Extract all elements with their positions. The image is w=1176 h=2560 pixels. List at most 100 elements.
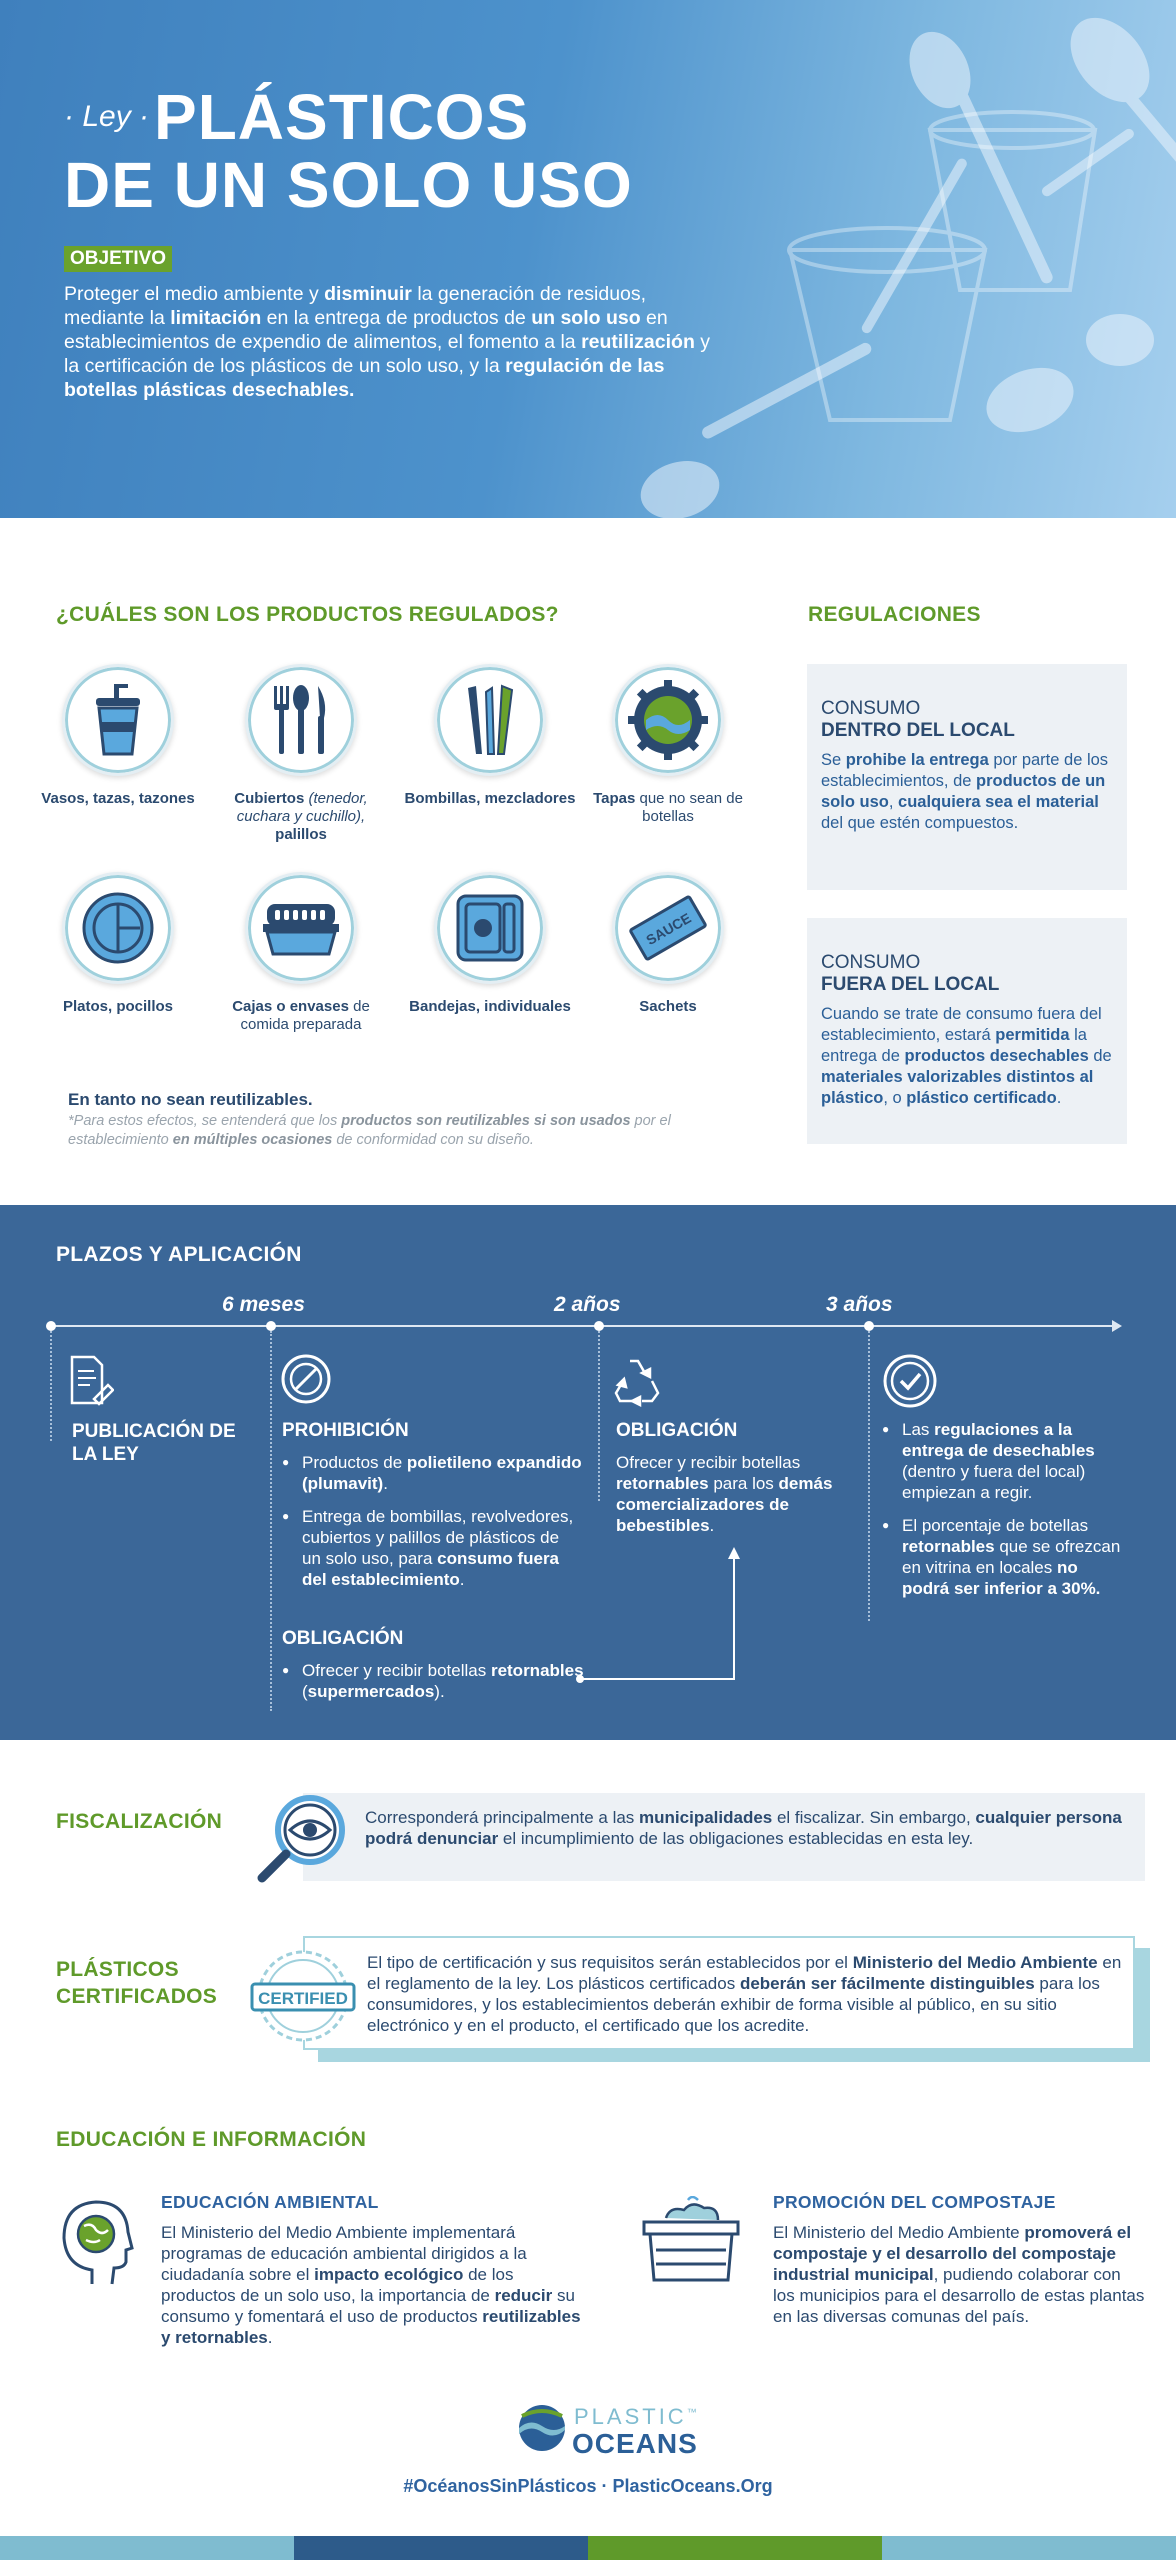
objective-text: Proteger el medio ambiente y disminuir l… — [64, 282, 724, 402]
text-run: para los consumidores, y los establecimi… — [367, 1974, 1100, 2035]
product-label: Bandejas, individuales — [400, 998, 580, 1016]
regulation-outside-card: CONSUMO FUERA DEL LOCAL Cuando se trate … — [807, 918, 1127, 1144]
text-run: Cuando se trate de consumo fuera del est… — [821, 1005, 1102, 1044]
product-straws: Bombillas, mezcladores — [400, 664, 580, 808]
label-part: (tenedor, cuchara y cuchillo), — [236, 790, 368, 825]
footer-tagline[interactable]: #OcéanosSinPlásticos · PlasticOceans.Org — [403, 2476, 773, 2496]
product-caps: Tapas que no sean de botellas — [578, 664, 758, 826]
regulation-title: DENTRO DEL LOCAL — [821, 720, 1015, 741]
cutlery-icon — [274, 685, 326, 754]
list-item: Ofrecer y recibir botellas retornables (… — [282, 1660, 602, 1702]
env-education-title: EDUCACIÓN AMBIENTAL — [161, 2192, 379, 2212]
label-part: palillos — [275, 826, 327, 843]
text-run: que se ofrezcan en vitrina en locales — [902, 1537, 1121, 1577]
timeline-label-2y: 2 años — [554, 1293, 621, 1316]
enforcement-text: Corresponderá principalmente a las munic… — [365, 1807, 1145, 1849]
bar-segment — [0, 2536, 294, 2560]
text-run: Ofrecer y recibir botellas — [302, 1661, 491, 1680]
timeline-dot — [266, 1321, 276, 1331]
compost-title: PROMOCIÓN DEL COMPOSTAJE — [773, 2192, 1056, 2212]
emphasis-text: polietileno expandido (plumavit) — [302, 1453, 582, 1493]
plastic-cutlery-illustration — [640, 17, 1176, 518]
text-run: El Ministerio del Medio Ambiente — [773, 2223, 1025, 2242]
text-run: . — [709, 1516, 715, 1535]
document-sign-icon — [70, 1355, 114, 1406]
text-run: de conformidad con su diseño. — [332, 1132, 534, 1148]
emphasis-text: retornables — [490, 1661, 584, 1680]
regulation-text: Cuando se trate de consumo fuera del est… — [821, 1004, 1113, 1109]
label-part: Vasos, tazas, tazones — [41, 790, 195, 807]
text-run: . — [459, 1570, 465, 1589]
text-run: Las — [902, 1420, 935, 1439]
certified-heading-line2: CERTIFICADOS — [56, 1985, 218, 2008]
text-run: su consumo y fomentará el uso de product… — [161, 2286, 575, 2326]
reuse-note: En tanto no sean reutilizables. — [68, 1090, 313, 1109]
text-run: de — [1088, 1047, 1112, 1065]
obligation-2y-text: Ofrecer y recibir botellas retornables p… — [616, 1452, 856, 1536]
emphasis-text: limitación — [170, 307, 262, 329]
product-food-containers: Cajas o envases de comida preparada — [211, 872, 391, 1034]
text-run: la generación de residuos, mediante la — [64, 283, 647, 329]
list-item: Entrega de bombillas, revolvedores, cubi… — [282, 1506, 582, 1590]
label-part: Bombillas, mezcladores — [404, 790, 576, 807]
text-run: el fiscalizar. Sin embargo, — [772, 1808, 976, 1827]
label-part: Platos, pocillos — [62, 998, 174, 1015]
logo-bottom-text: OCEANS — [572, 2428, 698, 2459]
certified-heading: PLÁSTICOS CERTIFICADOS — [56, 1956, 217, 2010]
regulation-inside-card: CONSUMO DENTRO DEL LOCAL Se prohibe la e… — [807, 664, 1127, 890]
emphasis-text: reutilizables y retornables — [161, 2307, 581, 2347]
emphasis-text: productos de un solo uso — [821, 772, 1106, 811]
education-heading: EDUCACIÓN E INFORMACIÓN — [56, 2128, 367, 2151]
text-run: , pudiendo colaborar con los municipios … — [773, 2265, 1145, 2326]
bar-segment — [294, 2536, 588, 2560]
text-run: Se — [821, 751, 846, 769]
emphasis-text: regulaciones a la entrega de desechables — [902, 1420, 1095, 1460]
text-run: Entrega de bombillas, revolvedores, cubi… — [302, 1507, 574, 1568]
product-label: Sachets — [578, 998, 758, 1016]
connector-arrow-icon — [576, 1547, 740, 1683]
emphasis-text: en múltiples ocasiones — [172, 1132, 333, 1148]
certified-heading-line1: PLÁSTICOS — [56, 1958, 179, 1981]
emphasis-text: municipalidades — [639, 1808, 773, 1827]
emphasis-text: no podrá ser inferior a 30%. — [902, 1558, 1101, 1598]
hero-banner: · Ley · PLÁSTICOS DE UN SOLO USO OBJETIV… — [0, 0, 1176, 518]
text-run: la entrega de — [821, 1026, 1087, 1065]
sachet-icon: SAUCE — [629, 895, 707, 961]
logo-trademark: ™ — [686, 2407, 700, 2419]
text-run: Ofrecer y recibir botellas — [616, 1453, 801, 1472]
logo-plastic-word: PLASTIC — [574, 2404, 687, 2429]
emphasis-text: productos desechables — [904, 1047, 1089, 1065]
timeline-label-6m: 6 meses — [222, 1293, 305, 1316]
timeline-line — [50, 1325, 1120, 1327]
plate-icon — [82, 892, 154, 964]
product-label: Tapas que no sean de botellas — [578, 790, 758, 826]
enforcement-heading: FISCALIZACIÓN — [56, 1810, 223, 1833]
compost-text: El Ministerio del Medio Ambiente promove… — [773, 2222, 1147, 2327]
prohibition-title: PROHIBICIÓN — [282, 1420, 409, 1441]
env-education-text: El Ministerio del Medio Ambiente impleme… — [161, 2222, 581, 2348]
obligation-6m-title: OBLIGACIÓN — [282, 1628, 404, 1649]
emphasis-text: productos son reutilizables si son usado… — [341, 1113, 631, 1129]
objective-tag: OBJETIVO — [64, 246, 173, 272]
regulation-kicker: CONSUMO — [821, 698, 921, 719]
certified-box: El tipo de certificación y sus requisito… — [303, 1936, 1135, 2050]
text-run: Productos de — [302, 1453, 407, 1472]
regulation-title: FUERA DEL LOCAL — [821, 974, 1000, 995]
certified-badge-icon: CERTIFIED — [250, 1950, 356, 2042]
label-part: Bandejas, individuales — [409, 998, 571, 1015]
text-run: El tipo de certificación y sus requisito… — [367, 1953, 853, 1972]
list-item: Las regulaciones a la entrega de desecha… — [882, 1419, 1122, 1503]
products-heading: ¿CUÁLES SON LOS PRODUCTOS REGULADOS? — [56, 603, 559, 626]
text-run: El Ministerio del Medio Ambiente impleme… — [161, 2223, 527, 2284]
text-run: en establecimientos de expendio de alime… — [64, 307, 668, 353]
text-run: en la entrega de productos de — [261, 307, 532, 329]
timeline-dot — [864, 1321, 874, 1331]
text-run: El porcentaje de botellas — [902, 1516, 1089, 1535]
three-year-list: Las regulaciones a la entrega de desecha… — [882, 1419, 1122, 1599]
food-container-icon — [263, 904, 339, 956]
product-label: Platos, pocillos — [28, 998, 208, 1016]
emphasis-text: retornables — [902, 1537, 995, 1556]
check-badge-icon — [883, 1354, 937, 1408]
prohibition-list: Productos de polietileno expandido (plum… — [282, 1452, 582, 1590]
cup-icon — [96, 684, 140, 756]
